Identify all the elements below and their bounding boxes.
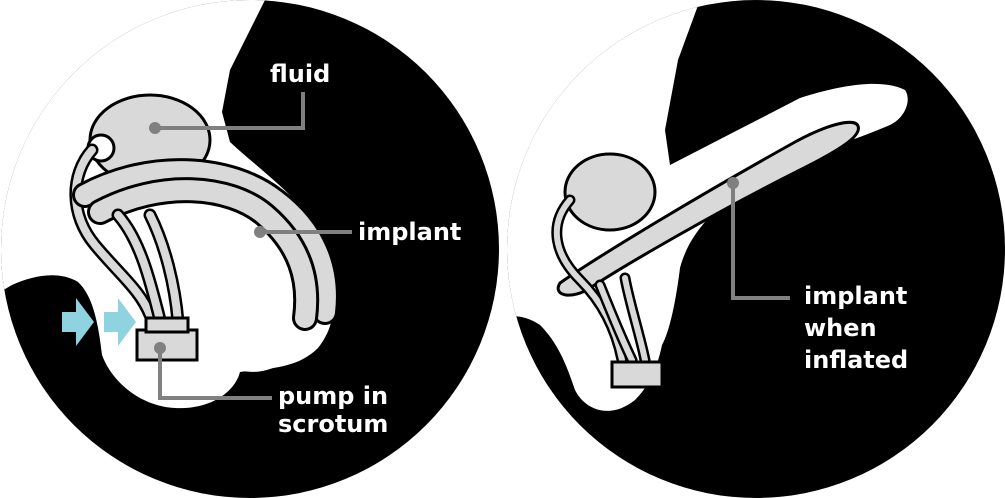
label-implant-inflated-line3: inflated	[804, 346, 908, 374]
label-pump-line2: scrotum	[278, 410, 388, 438]
label-fluid: fluid	[270, 60, 330, 88]
label-implant: implant	[358, 218, 461, 246]
fluid-reservoir-inflated	[565, 154, 655, 230]
panel-inflated: implant when inflated	[505, 0, 1005, 498]
label-implant-inflated-line2: when	[804, 314, 877, 342]
panel-deflated: fluid implant pump in scrotum	[0, 0, 499, 498]
label-pump-line1: pump in	[278, 382, 388, 410]
pump-inflated	[612, 362, 662, 387]
pump	[137, 330, 197, 360]
label-implant-inflated-line1: implant	[804, 282, 907, 310]
